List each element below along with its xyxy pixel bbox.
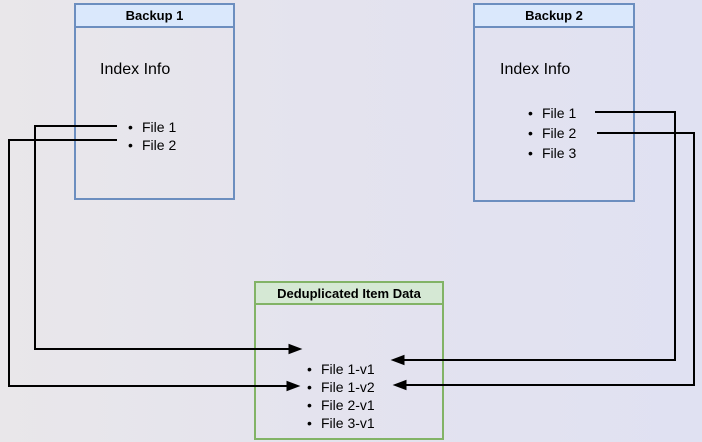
dedup-file-2-v1: • File 2-v1 <box>307 396 375 414</box>
backup1-index-info-label: Index Info <box>100 61 171 78</box>
bullet-icon: • <box>307 397 312 413</box>
backup2-title: Backup 2 <box>475 5 633 28</box>
dedup-file-1-v2-label: File 1-v2 <box>321 379 375 395</box>
bullet-icon: • <box>307 415 312 431</box>
backup2-file-list: • File 1 • File 2 • File 3 <box>528 103 576 163</box>
dedup-file-1-v1-label: File 1-v1 <box>321 361 375 377</box>
backup2-file-2: • File 2 <box>528 123 576 143</box>
bullet-icon: • <box>128 137 133 153</box>
dedup-item-list: • File 1-v1 • File 1-v2 • File 2-v1 • File 3… <box>307 360 375 432</box>
backup2-file-3-label: File 3 <box>542 145 577 161</box>
dedup-file-3-v1-label: File 3-v1 <box>321 415 375 431</box>
bullet-icon: • <box>528 125 533 141</box>
dedup-box: Deduplicated Item Data • File 1-v1 • File … <box>254 281 444 440</box>
backup1-file-2-label: File 2 <box>142 137 177 153</box>
backup2-file-2-label: File 2 <box>542 125 577 141</box>
dedup-file-2-v1-label: File 2-v1 <box>321 397 375 413</box>
bullet-icon: • <box>128 119 133 135</box>
dedup-file-1-v2: • File 1-v2 <box>307 378 375 396</box>
backup1-box: Backup 1 Index Info • File 1 • File 2 <box>74 3 235 200</box>
backup1-file-1: • File 1 <box>128 118 176 136</box>
bullet-icon: • <box>307 361 312 377</box>
backup2-file-1: • File 1 <box>528 103 576 123</box>
backup2-file-1-label: File 1 <box>542 105 577 121</box>
backup1-file-list: • File 1 • File 2 <box>128 118 176 154</box>
backup2-file-3: • File 3 <box>528 143 576 163</box>
bullet-icon: • <box>307 379 312 395</box>
backup2-box: Backup 2 Index Info • File 1 • File 2 • Fil… <box>473 3 635 202</box>
backup1-file-2: • File 2 <box>128 136 176 154</box>
dedup-file-3-v1: • File 3-v1 <box>307 414 375 432</box>
bullet-icon: • <box>528 145 533 161</box>
dedup-file-1-v1: • File 1-v1 <box>307 360 375 378</box>
backup1-file-1-label: File 1 <box>142 119 177 135</box>
dedup-title: Deduplicated Item Data <box>256 283 442 305</box>
backup1-title: Backup 1 <box>76 5 233 28</box>
backup2-index-info-label: Index Info <box>500 61 571 78</box>
bullet-icon: • <box>528 105 533 121</box>
